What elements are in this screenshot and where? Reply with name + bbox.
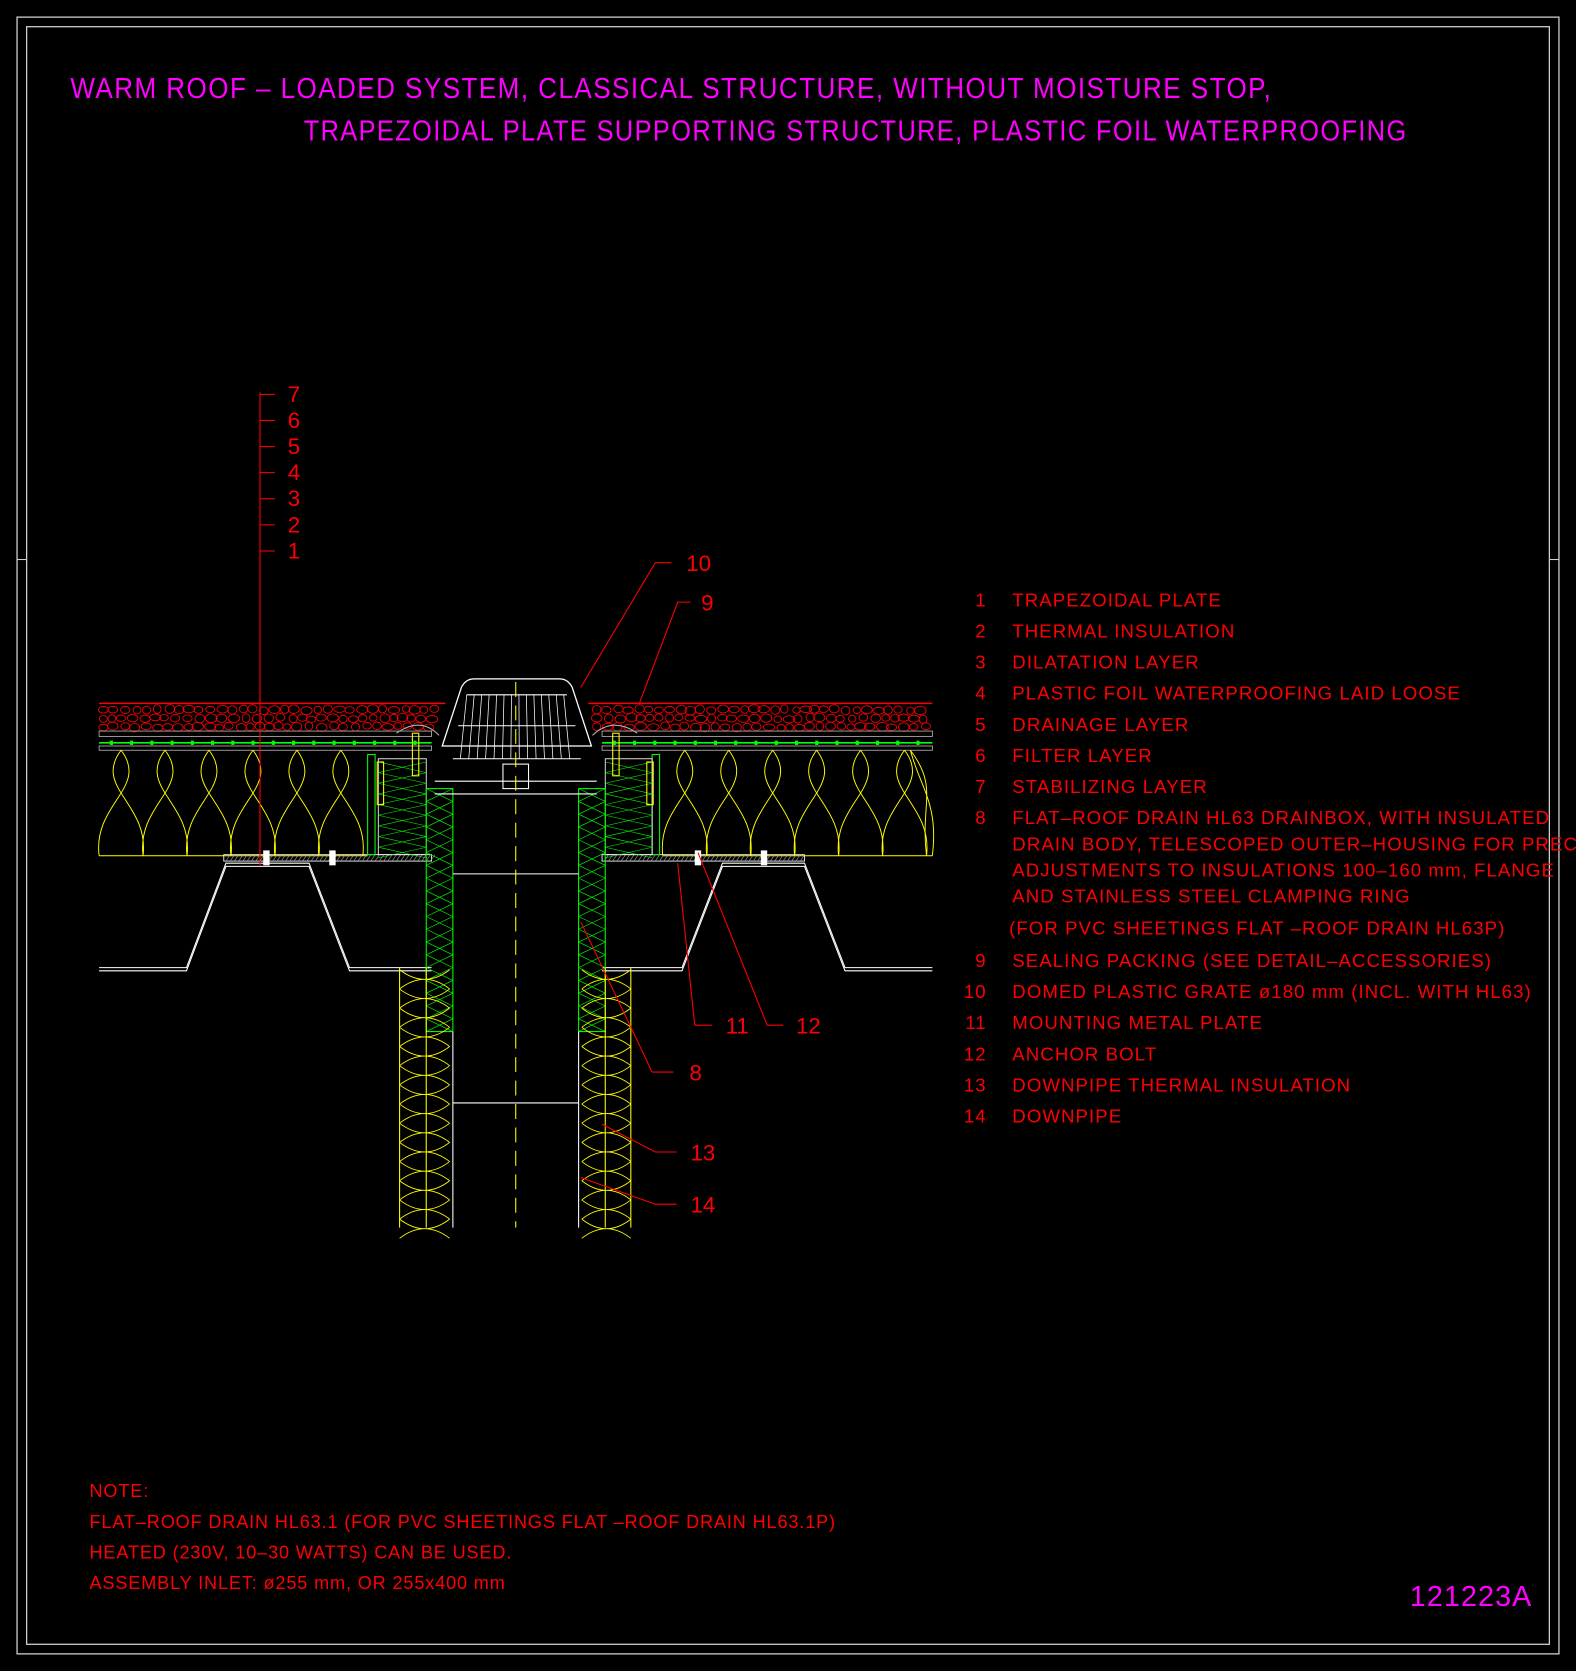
note-heading: NOTE: (90, 1481, 150, 1501)
legend-item: 14 DOWNPIPE (964, 1106, 1122, 1127)
legend-number: 3 (975, 652, 986, 673)
legend-text: TRAPEZOIDAL PLATE (1012, 589, 1222, 610)
legend-text: MOUNTING METAL PLATE (1012, 1012, 1263, 1033)
legend-text: DOMED PLASTIC GRATE ø180 mm (INCL. WITH … (1012, 981, 1532, 1002)
legend-item: 11 MOUNTING METAL PLATE (965, 1012, 1263, 1033)
legend-item: 7 STABILIZING LAYER (975, 776, 1207, 797)
legend-item: 3 DILATATION LAYER (975, 652, 1199, 673)
legend-number: 5 (975, 714, 986, 735)
membrane-layers (98, 730, 933, 751)
legend-number: 8 (975, 807, 986, 828)
legend-text: ANCHOR BOLT (1012, 1043, 1157, 1064)
legend-number: 14 (964, 1106, 987, 1127)
legend-number: 10 (964, 981, 987, 1002)
legend-item: 13 DOWNPIPE THERMAL INSULATION (964, 1074, 1351, 1095)
legend-number: 9 (975, 950, 986, 971)
drawing-code: 121223A (1410, 1581, 1533, 1613)
legend-text: STABILIZING LAYER (1012, 776, 1207, 797)
inner-frame (26, 26, 1550, 1645)
legend-text: AND STAINLESS STEEL CLAMPING RING (1012, 886, 1410, 907)
legend-number: 6 (975, 745, 986, 766)
legend-number: 1 (975, 589, 986, 610)
legend-number: 13 (964, 1074, 987, 1095)
layer-marker-6: 6 (288, 408, 300, 433)
stabilizing-gravel-layer (98, 702, 933, 733)
title-line-2: TRAPEZOIDAL PLATE SUPPORTING STRUCTURE, … (304, 116, 1408, 148)
callout-leaders (580, 562, 784, 1205)
legend-text: ADJUSTMENTS TO INSULATIONS 100–160 mm, F… (1012, 859, 1555, 880)
callout-10: 10 (686, 551, 711, 576)
legend-text: SEALING PACKING (SEE DETAIL–ACCESSORIES) (1012, 950, 1492, 971)
title-line-1: WARM ROOF – LOADED SYSTEM, CLASSICAL STR… (70, 73, 1272, 105)
layer-marker-1: 1 (288, 538, 300, 563)
legend-item: 2 THERMAL INSULATION (975, 621, 1235, 642)
trapezoidal-plate (99, 850, 933, 972)
legend-text: DOWNPIPE THERMAL INSULATION (1012, 1074, 1351, 1095)
legend-text: FILTER LAYER (1012, 745, 1152, 766)
note-line: ASSEMBLY INLET: ø255 mm, OR 255x400 mm (90, 1573, 506, 1593)
layer-marker-4: 4 (288, 460, 300, 485)
legend-text: DRAIN BODY, TELESCOPED OUTER–HOUSING FOR… (1012, 833, 1576, 854)
roof-drain-section (98, 678, 935, 1239)
drain-body (367, 678, 661, 1228)
layer-marker-2: 2 (288, 512, 300, 537)
legend-text: (FOR PVC SHEETINGS FLAT –ROOF DRAIN HL63… (1009, 917, 1505, 938)
legend-item: 12 ANCHOR BOLT (964, 1043, 1157, 1064)
legend-item: 1 TRAPEZOIDAL PLATE (975, 589, 1222, 610)
legend-text: DOWNPIPE (1012, 1106, 1122, 1127)
legend-number: 12 (964, 1043, 987, 1064)
legend-text: DRAINAGE LAYER (1012, 714, 1189, 735)
legend-text: FLAT–ROOF DRAIN HL63 DRAINBOX, WITH INSU… (1012, 807, 1550, 828)
layer-marker-5: 5 (288, 434, 300, 459)
legend-text: PLASTIC FOIL WATERPROOFING LAID LOOSE (1012, 683, 1461, 704)
legend-item: 4 PLASTIC FOIL WATERPROOFING LAID LOOSE (975, 683, 1461, 704)
callout-13: 13 (690, 1141, 715, 1166)
note-line: HEATED (230V, 10–30 WATTS) CAN BE USED. (90, 1542, 513, 1562)
legend-item: 9 SEALING PACKING (SEE DETAIL–ACCESSORIES… (975, 950, 1492, 971)
legend-number: 4 (975, 683, 986, 704)
legend-item: 10 DOMED PLASTIC GRATE ø180 mm (INCL. WIT… (964, 981, 1532, 1002)
callout-8: 8 (689, 1061, 701, 1086)
legend-number: 7 (975, 776, 986, 797)
legend-text: DILATATION LAYER (1012, 652, 1199, 673)
legend-item: 8 FLAT–ROOF DRAIN HL63 DRAINBOX, WITH INS… (975, 807, 1576, 938)
layer-marker-7: 7 (288, 382, 300, 407)
legend-text: THERMAL INSULATION (1012, 621, 1235, 642)
note-line: FLAT–ROOF DRAIN HL63.1 (FOR PVC SHEETING… (90, 1512, 836, 1532)
callout-11: 11 (726, 1014, 749, 1039)
outer-frame (16, 16, 1560, 1655)
notes: NOTE: FLAT–ROOF DRAIN HL63.1 (FOR PVC SHE… (90, 1481, 836, 1593)
legend-item: 6 FILTER LAYER (975, 745, 1152, 766)
legend-number: 2 (975, 621, 986, 642)
legend-number: 11 (965, 1012, 986, 1033)
legend-item: 5 DRAINAGE LAYER (975, 714, 1189, 735)
downpipe-insulation (399, 967, 632, 1239)
thermal-insulation (98, 749, 935, 857)
legend: 1 TRAPEZOIDAL PLATE 2 THERMAL INSULATION 3 DI… (964, 589, 1576, 1126)
callout-12: 12 (796, 1014, 821, 1039)
layer-marker-3: 3 (288, 486, 300, 511)
callout-14: 14 (690, 1193, 715, 1218)
callout-9: 9 (701, 591, 713, 616)
